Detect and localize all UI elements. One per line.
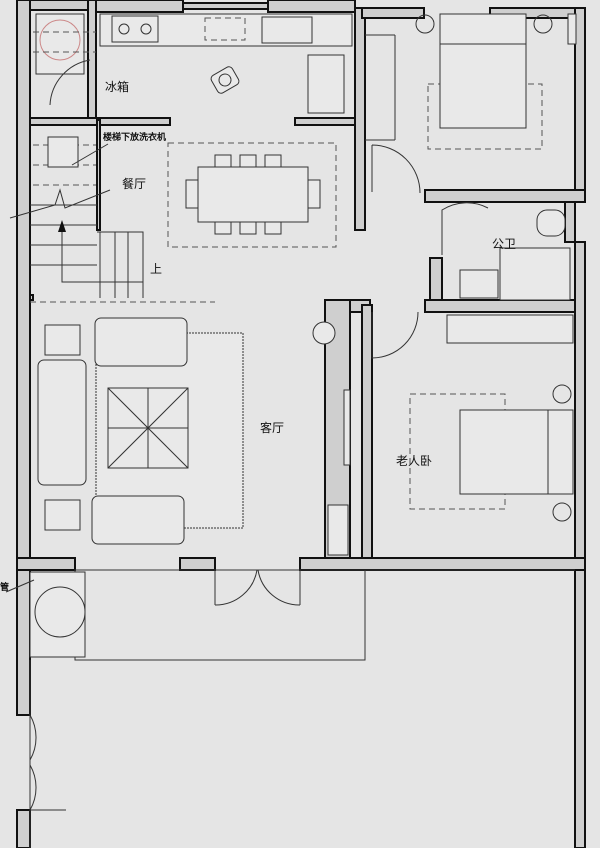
bathroom-corner-tank [35,13,91,106]
stair-up-label: 上 [150,262,162,276]
stove-icon [111,15,159,43]
shower-icon [499,247,571,301]
bedroom-1 [365,13,577,194]
sink-icon [261,16,313,44]
sofa-top-icon [94,317,188,367]
column-icon [312,321,336,345]
washer-icon [47,136,79,168]
basin-icon [459,269,499,299]
bed-icon [439,43,527,129]
pipe-label: 管 [0,581,9,593]
planter-icon [29,571,86,658]
fridge-label: 冰箱 [105,79,129,94]
washer-note: 楼梯下放洗衣机 [103,131,166,143]
chair-icon [210,66,240,94]
dining: 餐厅 [122,142,337,248]
bathroom: 公卫 [441,202,571,301]
side-table-icon [44,324,81,356]
dining-label: 餐厅 [122,176,146,191]
bed-icon [459,409,549,495]
living-room: 客厅 [30,301,419,606]
tv-icon [343,389,351,466]
dining-table-icon [197,166,309,223]
fridge-icon [307,54,345,114]
sofa-left-icon [37,359,87,486]
bathroom-label: 公卫 [492,237,516,251]
stairs: 楼梯下放洗衣机 上 [9,31,166,298]
sofa-bottom-icon [91,495,185,545]
elder-bedroom: 老人卧 [396,314,574,522]
side-table-icon [44,499,81,531]
living-label: 客厅 [260,420,284,435]
elder-bedroom-label: 老人卧 [396,454,432,468]
courtyard: 管 [0,569,575,848]
toilet-icon [536,209,566,237]
wardrobe-icon [446,314,574,344]
kitchen: 冰箱 [99,13,353,114]
walls [16,0,586,848]
